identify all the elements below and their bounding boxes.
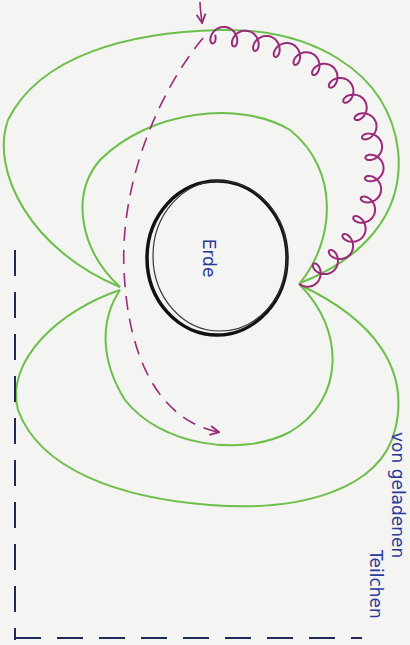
frame-line <box>15 637 362 639</box>
earth-ring <box>147 181 287 335</box>
field-line <box>16 285 398 506</box>
note-text: von geladenen <box>388 432 408 558</box>
earth-ring <box>153 181 287 331</box>
field-line <box>106 285 333 445</box>
field-line <box>83 113 327 287</box>
particle-spiral <box>210 27 383 287</box>
earth-label: Erde <box>199 239 219 278</box>
particle-path <box>200 2 202 22</box>
frame-line <box>14 250 16 640</box>
field-line <box>4 30 399 287</box>
particle-path <box>124 38 218 432</box>
note-text: Teilchen <box>366 550 386 619</box>
earth-circle: Erde <box>145 179 289 337</box>
